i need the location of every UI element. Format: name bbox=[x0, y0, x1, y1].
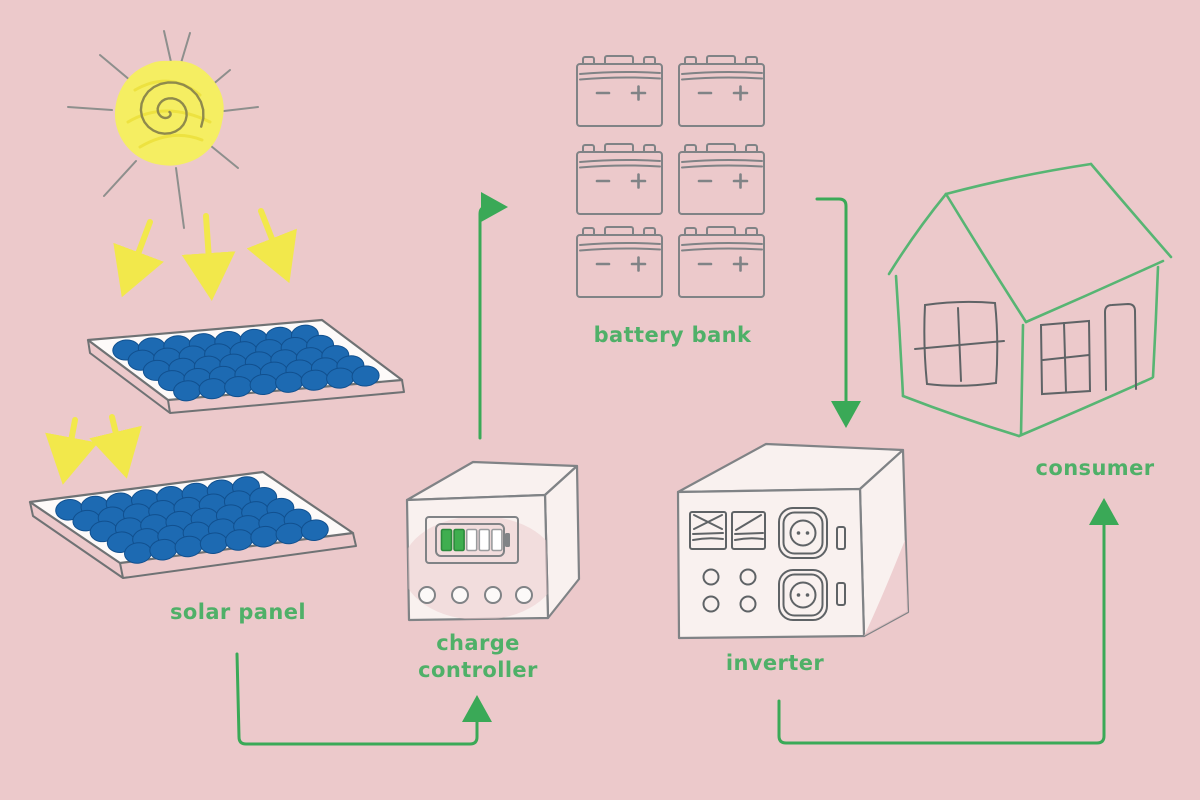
sun-thin-ray bbox=[223, 106, 259, 112]
meter-icon bbox=[731, 511, 766, 550]
battery-icon bbox=[677, 54, 766, 128]
battery-icon bbox=[575, 225, 664, 299]
meter-icon bbox=[689, 511, 727, 550]
sun-ray-arrow bbox=[181, 213, 236, 301]
solar-panel-cells bbox=[55, 476, 329, 564]
door-icon bbox=[1103, 302, 1137, 391]
sun-thin-ray bbox=[180, 32, 191, 64]
arrow-controller-to-batterybank bbox=[478, 192, 508, 440]
solar-panel-top bbox=[86, 318, 405, 414]
battery-icon bbox=[575, 54, 664, 128]
sun-scribble bbox=[126, 109, 212, 124]
battery-bank-group bbox=[575, 54, 766, 299]
solar-panel-cells bbox=[112, 324, 380, 402]
arrow-solarpanel-to-controller bbox=[235, 652, 492, 746]
label-charge-controller: charge controller bbox=[418, 631, 538, 683]
label-solar-panel: solar panel bbox=[170, 600, 306, 624]
battery-indicator-icon bbox=[435, 523, 510, 557]
battery-icon bbox=[575, 142, 664, 216]
sun-rays-to-panels bbox=[45, 208, 297, 485]
arrow-batterybank-to-inverter bbox=[815, 197, 861, 428]
battery-indicator-segments bbox=[440, 528, 503, 552]
sun-thin-ray bbox=[103, 160, 137, 197]
sun-spiral bbox=[139, 81, 205, 135]
sun-thin-ray bbox=[210, 145, 239, 169]
inverter-slot bbox=[836, 526, 846, 550]
sun-thin-ray bbox=[163, 30, 172, 63]
battery-icon bbox=[677, 225, 766, 299]
solar-panel-bottom bbox=[28, 470, 357, 579]
window-icon bbox=[1039, 319, 1092, 396]
arrow-inverter-to-consumer bbox=[777, 498, 1119, 745]
controller-knob bbox=[451, 586, 469, 604]
label-inverter: inverter bbox=[725, 651, 825, 675]
window-icon bbox=[914, 300, 1005, 387]
inverter-button bbox=[702, 568, 720, 586]
sun-ray-arrow bbox=[89, 414, 142, 479]
sun-ray-arrow bbox=[246, 208, 297, 284]
inverter-button bbox=[739, 568, 757, 586]
sun-ray-arrow bbox=[113, 219, 164, 298]
sun-icon bbox=[67, 30, 259, 229]
inverter-button bbox=[739, 595, 757, 613]
label-consumer: consumer bbox=[1035, 456, 1155, 480]
controller-knob bbox=[418, 586, 436, 604]
inverter-box bbox=[676, 442, 910, 640]
sun-thin-ray bbox=[67, 106, 113, 111]
house-icon bbox=[887, 162, 1173, 438]
battery-icon bbox=[677, 142, 766, 216]
label-battery-bank: battery bank bbox=[593, 323, 752, 347]
sun-ray-arrow bbox=[45, 417, 99, 485]
controller-knob bbox=[484, 586, 502, 604]
sun-scribble bbox=[138, 133, 204, 149]
inverter-slot bbox=[836, 582, 846, 606]
inverter-button bbox=[702, 595, 720, 613]
flow-arrows bbox=[235, 192, 1119, 746]
charge-controller-box bbox=[405, 460, 581, 622]
sun-thin-ray bbox=[175, 167, 185, 229]
controller-knob bbox=[515, 586, 533, 604]
controller-display bbox=[425, 516, 519, 564]
